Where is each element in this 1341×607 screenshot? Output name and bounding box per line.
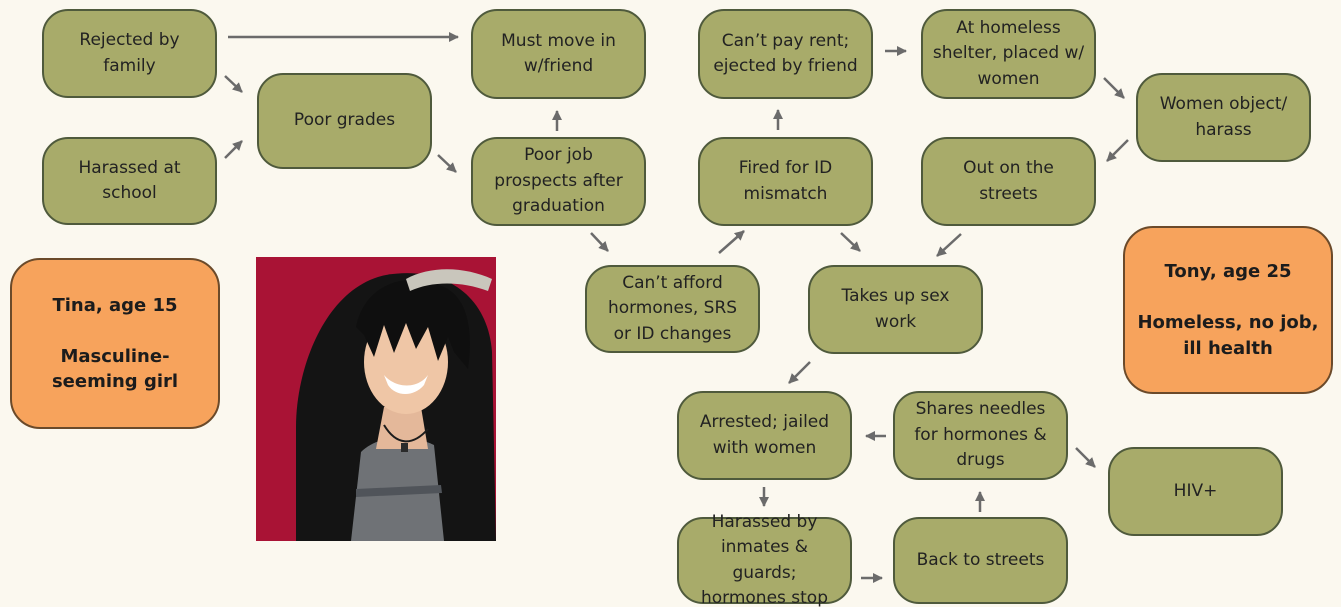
arrow-shares-to-hiv xyxy=(1075,447,1096,468)
profile-tony-description: Homeless, no job, ill health xyxy=(1137,312,1319,359)
node-sex-work: Takes up sex work xyxy=(808,265,983,354)
node-harassed-at-school: Harassed at school xyxy=(42,137,217,225)
node-back-to-streets: Back to streets xyxy=(893,517,1068,604)
node-cant-pay-rent: Can’t pay rent; ejected by friend xyxy=(698,9,873,99)
arrow-fired-to-sexwork xyxy=(840,232,861,252)
arrow-afford-to-fired xyxy=(718,230,745,254)
profile-tina-name: Tina, age 15 xyxy=(52,294,178,316)
node-must-move-in: Must move in w/friend xyxy=(471,9,646,99)
node-harassed-by-inmates: Harassed by inmates & guards; hormones s… xyxy=(677,512,852,607)
arrow-job-to-afford xyxy=(590,232,609,252)
node-shares-needles: Shares needles for hormones & drugs xyxy=(893,391,1068,480)
arrow-shelter-to-women xyxy=(1103,77,1125,99)
profile-tina-description: Masculine- seeming girl xyxy=(51,345,179,393)
node-poor-grades: Poor grades xyxy=(257,73,432,169)
node-rejected-by-family: Rejected by family xyxy=(42,9,217,98)
node-out-on-streets: Out on the streets xyxy=(921,137,1096,226)
profile-tony: Tony, age 25 Homeless, no job, ill healt… xyxy=(1123,226,1333,394)
node-women-object: Women object/ harass xyxy=(1136,73,1311,162)
arrow-rejected-to-grades xyxy=(224,75,243,93)
node-hiv-positive: HIV+ xyxy=(1108,447,1283,536)
arrow-out-to-sexwork xyxy=(936,233,962,257)
portrait-photo xyxy=(256,257,496,541)
node-poor-job-prospects: Poor job prospects after graduation xyxy=(471,137,646,226)
node-arrested: Arrested; jailed with women xyxy=(677,391,852,480)
profile-tina: Tina, age 15 Masculine- seeming girl xyxy=(10,258,220,429)
arrow-harassed-to-grades xyxy=(224,140,243,159)
node-cant-afford-hormones: Can’t afford hormones, SRS or ID changes xyxy=(585,265,760,353)
node-homeless-shelter: At homeless shelter, placed w/ women xyxy=(921,9,1096,99)
profile-tony-name: Tony, age 25 xyxy=(1164,261,1292,283)
node-fired-for-id: Fired for ID mismatch xyxy=(698,137,873,226)
arrow-grades-to-job xyxy=(437,154,457,173)
arrow-sexwork-to-arrested xyxy=(788,361,811,384)
arrow-women-to-out xyxy=(1106,139,1129,162)
